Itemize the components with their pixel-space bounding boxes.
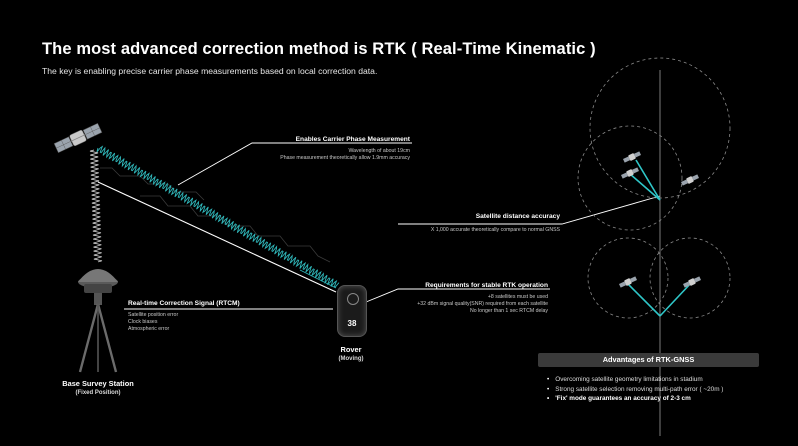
advantages-list: Overcoming satellite geometry limitation… <box>547 375 723 404</box>
rtcm-heading: Real-time Correction Signal (RTCM) <box>128 300 240 307</box>
advantages-item: 'Fix' mode guarantees an accuracy of 2-3… <box>547 394 723 404</box>
rover-button-icon <box>347 293 359 305</box>
carrier-line: Phase measurement theoretically allow 1.… <box>280 155 410 161</box>
rover-display-value: 38 <box>347 319 357 328</box>
small-satellite-icon <box>622 151 642 163</box>
rover-caption: Rover (Moving) <box>326 345 376 362</box>
rover-label: Rover <box>340 345 362 354</box>
requirements-line: No longer than 1 sec RTCM delay <box>469 308 548 314</box>
sat-to-rover-wave <box>96 145 340 288</box>
base-station-label: Base Survey Station <box>62 379 134 388</box>
requirements-heading: Requirements for stable RTK operation <box>425 282 548 289</box>
rtcm-line: Clock biases <box>128 319 158 325</box>
small-satellite-icon <box>618 276 638 288</box>
advantages-item: Strong satellite selection removing mult… <box>547 385 723 395</box>
carrier-line: Wavelength of about 19cm <box>348 148 410 154</box>
small-satellite-icon <box>680 174 700 186</box>
distance-heading: Satellite distance accuracy <box>475 213 560 220</box>
satellite-icon <box>53 122 103 154</box>
advantages-heading: Advantages of RTK-GNSS <box>538 353 759 367</box>
small-satellite-icon <box>682 276 702 288</box>
small-satellite-icon <box>620 167 640 179</box>
distance-details: X 1,000 accurate theoretically compare t… <box>380 227 560 234</box>
rtcm-details: Satellite position error Clock biases At… <box>128 312 178 333</box>
tripod-icon <box>78 303 118 373</box>
base-station-sublabel: (Fixed Position) <box>75 390 121 396</box>
rover-link-line <box>299 269 337 289</box>
base-station-antenna-icon <box>78 269 118 305</box>
requirements-line: +8 satellites must be used <box>487 294 548 300</box>
base-station-caption: Base Survey Station (Fixed Position) <box>48 379 148 396</box>
rover-sublabel: (Moving) <box>338 356 364 362</box>
carrier-phase-details: Wavelength of about 19cm Phase measureme… <box>220 148 410 162</box>
sat-to-base-wave <box>89 149 103 263</box>
rtcm-line: Satellite position error <box>128 312 179 318</box>
advantages-item: Overcoming satellite geometry limitation… <box>547 375 723 385</box>
rover-device-icon: 38 <box>337 285 367 337</box>
distance-line: X 1,000 accurate theoretically compare t… <box>430 227 560 233</box>
page-title: The most advanced correction method is R… <box>42 40 596 58</box>
carrier-phase-heading: Enables Carrier Phase Measurement <box>295 136 410 143</box>
base-to-rover-line <box>97 181 337 293</box>
page-subtitle: The key is enabling precise carrier phas… <box>42 66 378 76</box>
requirements-details: +8 satellites must be used +32 dBm signa… <box>348 294 548 315</box>
requirements-line: +32 dBm signal quality(SNR) required fro… <box>417 301 548 307</box>
callout-leaders <box>124 142 661 310</box>
geometry-bottom <box>587 237 731 319</box>
rtcm-line: Atmospheric error <box>128 326 170 332</box>
